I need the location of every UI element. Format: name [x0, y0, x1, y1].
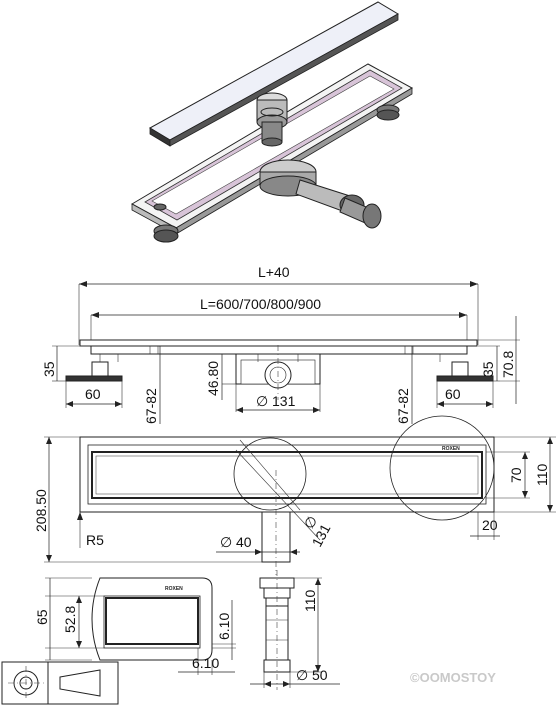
detail-section: ROXEN 65 52.8 6.10 6.10 — [34, 577, 236, 675]
width-total-label: 110 — [534, 463, 550, 486]
outlet-diameter-label: 131 — [272, 393, 296, 409]
isometric-view — [130, 1, 414, 243]
detail-inner-label: 52.8 — [62, 606, 78, 633]
adjust-left-label: 67-82 — [143, 388, 159, 424]
detail-brand-label: ROXEN — [165, 586, 183, 592]
detail-bottom-label: 6.10 — [192, 655, 219, 671]
plan-view: ROXEN 208.50 R5 110 70 — [33, 415, 556, 575]
plan-width-label: 208.50 — [33, 489, 49, 532]
plan-outlet-circle — [233, 437, 307, 511]
plan-grate — [91, 451, 483, 499]
side-elevation: L+40 L=600/700/800/900 — [41, 264, 520, 424]
detail-side-label: 6.10 — [216, 613, 232, 640]
detail-height-label: 65 — [34, 609, 50, 625]
pipe-outlet-symbol: ∅ — [296, 667, 308, 683]
detail-circle — [389, 415, 495, 521]
body-height-label: 46.80 — [205, 361, 221, 396]
pipe-height-label: 110 — [302, 589, 318, 612]
outlet-end — [362, 203, 382, 229]
pipe-outlet-label: 50 — [312, 667, 328, 683]
channel-profile — [79, 339, 478, 347]
width-inner-label: 70 — [508, 467, 524, 483]
right-side-height-label: 35 — [480, 361, 496, 377]
plan-brand-label: ROXEN — [442, 446, 460, 452]
plan-outer — [79, 436, 495, 513]
corner-label: 20 — [482, 517, 498, 533]
foot-width-left-label: 60 — [85, 386, 101, 402]
foot-width-right-label: 60 — [445, 386, 461, 402]
side-height-label: 35 — [41, 361, 57, 377]
radius-label: R5 — [86, 532, 104, 548]
grate-length-label: L=600/700/800/900 — [200, 296, 321, 312]
pipe-diameter-symbol: ∅ — [220, 534, 232, 550]
watermark: ©OOMOSTOY — [410, 670, 496, 685]
overall-length-label: L+40 — [258, 264, 290, 280]
foot-left-profile — [65, 375, 123, 382]
outlet-diameter-symbol: ∅ — [256, 393, 268, 409]
adjust-right-label: 67-82 — [395, 388, 411, 424]
detail-grate — [105, 597, 199, 645]
total-height-label: 70.8 — [500, 351, 516, 378]
pipe-diameter-label: 40 — [236, 534, 252, 550]
pipe-view: 110 ∅ 50 — [250, 570, 340, 690]
projection-symbol — [1, 661, 119, 705]
